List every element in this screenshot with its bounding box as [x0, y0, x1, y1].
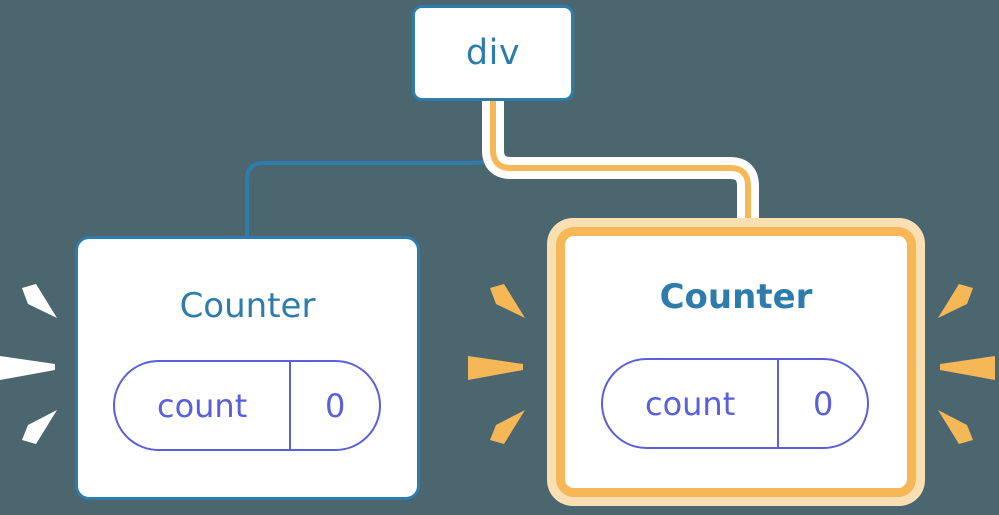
state-pill-right-value: 0: [777, 360, 867, 447]
sparkle-ray-bottom-icon: [490, 410, 525, 444]
edge-root-to-counter-left: [245, 99, 495, 238]
sparkle-burst-left: [0, 284, 57, 444]
sparkle-ray-bottom-icon: [22, 410, 57, 444]
state-pill-left-key: count: [156, 386, 248, 425]
sparkle-ray-top-icon: [22, 284, 57, 318]
sparkle-ray-middle-icon: [468, 356, 523, 380]
node-div-label: div: [465, 32, 521, 73]
node-counter-left-label: Counter: [179, 286, 316, 326]
state-pill-right-key: count: [644, 384, 736, 423]
sparkle-ray-middle-icon: [0, 356, 55, 380]
state-pill-left-value: 0: [289, 362, 379, 449]
state-pill-left: count 0: [113, 360, 381, 451]
node-div[interactable]: div: [412, 5, 574, 101]
sparkle-burst-middle: [468, 284, 525, 444]
sparkle-burst-right: [938, 284, 995, 444]
sparkle-ray-bottom-icon: [938, 410, 973, 444]
edge-root-to-counter-right-halo: [482, 101, 759, 228]
state-pill-right: count 0: [601, 358, 869, 449]
sparkle-ray-middle-icon: [940, 356, 995, 380]
node-counter-right-label: Counter: [659, 277, 813, 317]
sparkle-ray-top-icon: [490, 284, 525, 318]
sparkle-ray-top-icon: [938, 284, 973, 318]
edge-root-to-counter-right: [490, 101, 751, 228]
